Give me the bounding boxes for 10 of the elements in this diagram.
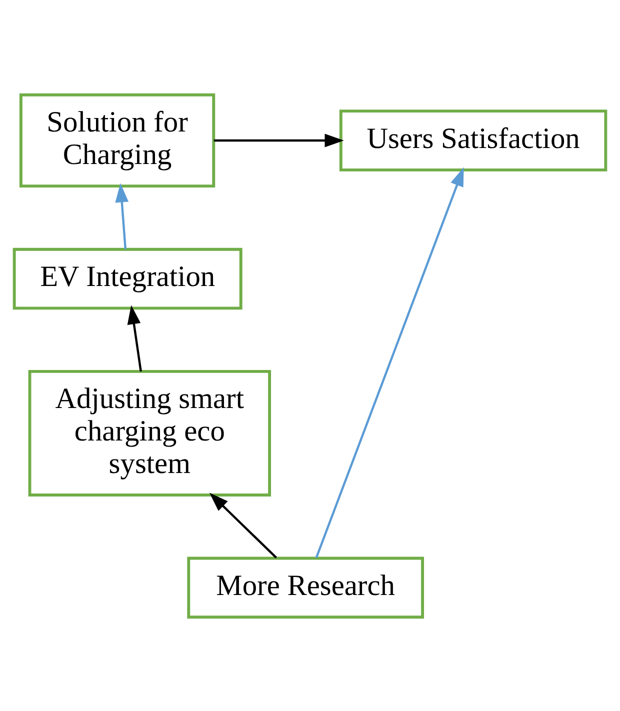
node-box: More Research	[187, 556, 424, 618]
arrow	[214, 133, 344, 147]
arrow	[315, 166, 464, 558]
node-box: Adjusting smart charging eco system	[28, 369, 272, 496]
arrow	[127, 304, 142, 372]
node-box: EV Integration	[12, 247, 242, 310]
arrow	[115, 182, 129, 249]
node-box: Users Satisfaction	[339, 109, 608, 171]
node-box: Solution for Charging	[19, 92, 216, 188]
arrow	[209, 492, 278, 558]
